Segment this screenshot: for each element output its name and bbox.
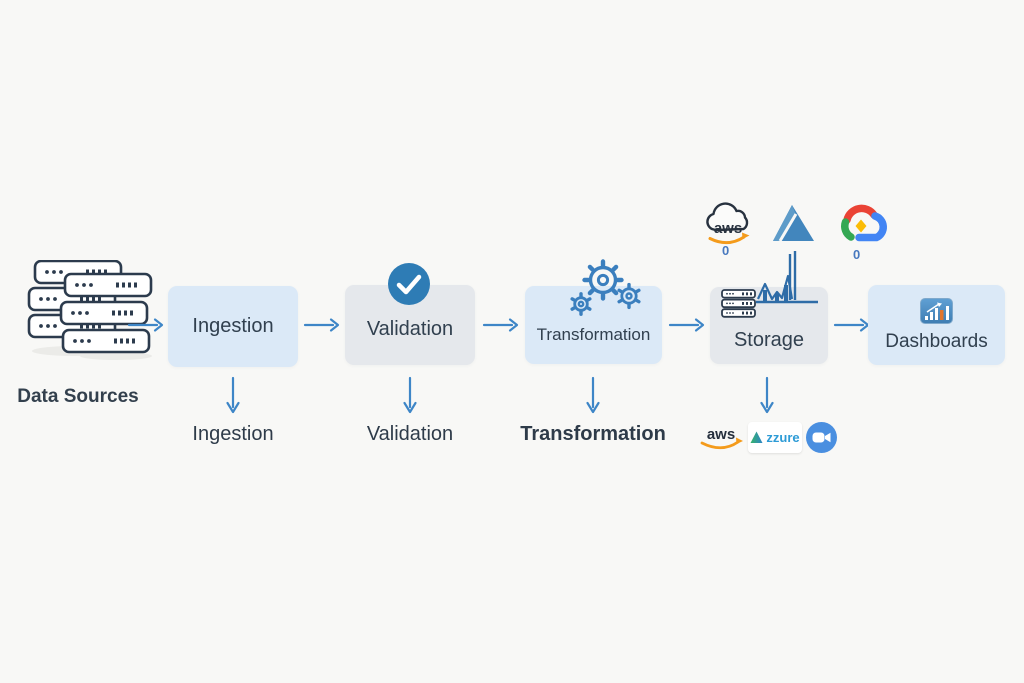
arrow-down-icon [226, 376, 240, 414]
google-cloud-logo [841, 204, 887, 242]
arrow-down-icon [586, 376, 600, 414]
arrow-right-icon [303, 318, 340, 332]
validation-label: Validation [366, 317, 454, 340]
transformation-label: Transformation [536, 325, 651, 344]
arrow-right-icon [127, 318, 164, 332]
stage-box-ingestion: Ingestion [168, 286, 298, 367]
ingestion-label: Ingestion [192, 315, 274, 337]
aws-logo: aws [706, 202, 750, 245]
storage-label: Storage [733, 329, 805, 351]
aws-logo-small-text: aws [707, 426, 735, 443]
arrow-right-icon [668, 318, 705, 332]
aws-logo-text: aws [714, 220, 742, 237]
dashboards-label: Dashboards [885, 330, 988, 352]
gears-icon [570, 259, 641, 316]
arrow-down-icon [760, 376, 774, 414]
video-camera-icon [812, 432, 831, 443]
stage-box-validation: Validation [345, 285, 475, 365]
azure-logo [773, 205, 814, 242]
azure-logo-small: zzure [748, 422, 802, 453]
azure-logo-small-text: zzure [766, 430, 800, 445]
check-icon [388, 263, 430, 305]
transformation-output-label: Transformation [520, 423, 666, 445]
arrow-down-icon [403, 376, 417, 414]
stage-box-dashboards: Dashboards [868, 285, 1005, 365]
arrow-right-icon [833, 318, 870, 332]
aws-logo-small: aws [700, 426, 743, 450]
ingestion-output-label: Ingestion [192, 423, 274, 445]
bar-chart-icon [919, 297, 953, 324]
validation-output-label: Validation [366, 423, 454, 445]
server-stack-icon [27, 260, 153, 360]
zoom-logo [806, 422, 837, 453]
azure-triangle-icon [750, 431, 763, 443]
google-cloud-marker: 0 [853, 247, 861, 262]
stage-box-transformation: Transformation [525, 286, 662, 364]
aws-marker: 0 [722, 243, 730, 258]
arrow-right-icon [482, 318, 519, 332]
data-sources-label: Data Sources [17, 386, 139, 407]
servers-and-chart-icon [721, 251, 818, 318]
